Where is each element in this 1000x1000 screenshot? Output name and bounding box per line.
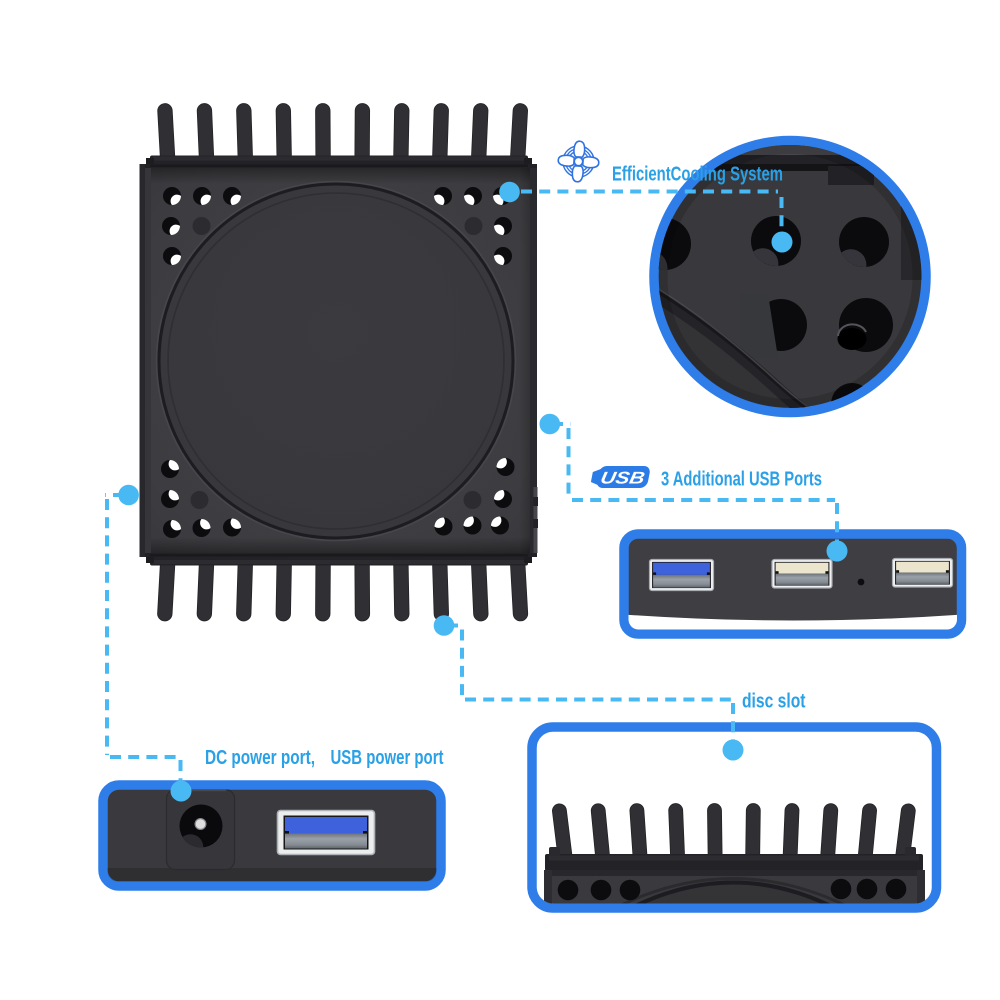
svg-text:USB: USB [599, 468, 647, 488]
svg-text:DC power port,: DC power port, [205, 747, 315, 769]
svg-text:USB power port: USB power port [331, 747, 444, 769]
svg-text:EfficientCooling System: EfficientCooling System [612, 164, 783, 186]
svg-text:disc slot: disc slot [742, 691, 806, 713]
svg-text:3 Additional USB Ports: 3 Additional USB Ports [661, 469, 822, 491]
